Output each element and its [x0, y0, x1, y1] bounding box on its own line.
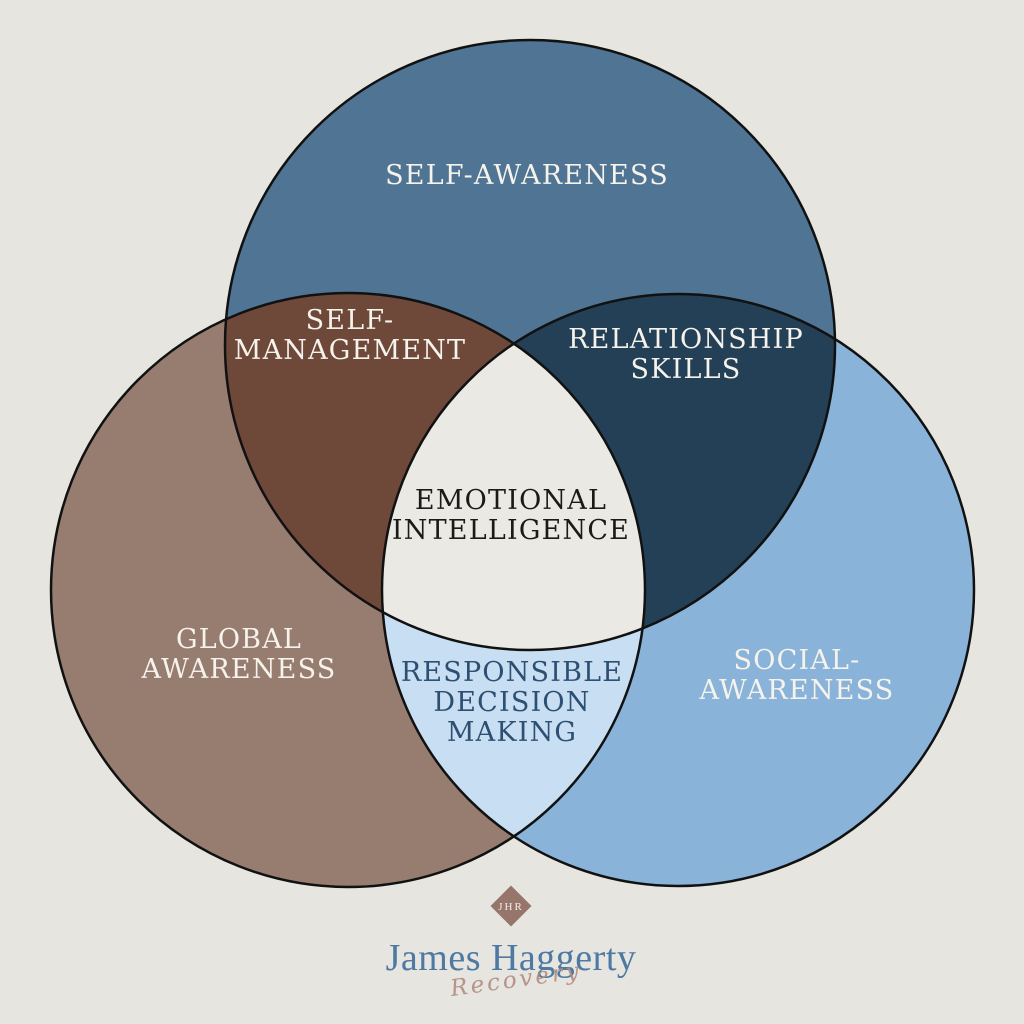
social-awareness-label: SOCIAL- AWARENESS	[699, 645, 895, 706]
responsible-decision-making-label: RESPONSIBLE DECISION MAKING	[400, 657, 624, 748]
self-awareness-label: SELF-AWARENESS	[385, 160, 669, 191]
logo-monogram: JHR	[498, 901, 524, 913]
global-awareness-label: GLOBAL AWARENESS	[141, 624, 337, 685]
brand-name: James Haggerty	[385, 937, 637, 979]
emotional-intelligence-region	[382, 294, 645, 650]
logo-diamond	[490, 885, 532, 927]
self-management-label: SELF- MANAGEMENT	[233, 305, 467, 366]
circle-outlines	[49, 38, 976, 889]
relationship-skills-label: RELATIONSHIP SKILLS	[568, 324, 804, 385]
emotional-intelligence-label: EMOTIONAL INTELLIGENCE	[391, 485, 631, 546]
